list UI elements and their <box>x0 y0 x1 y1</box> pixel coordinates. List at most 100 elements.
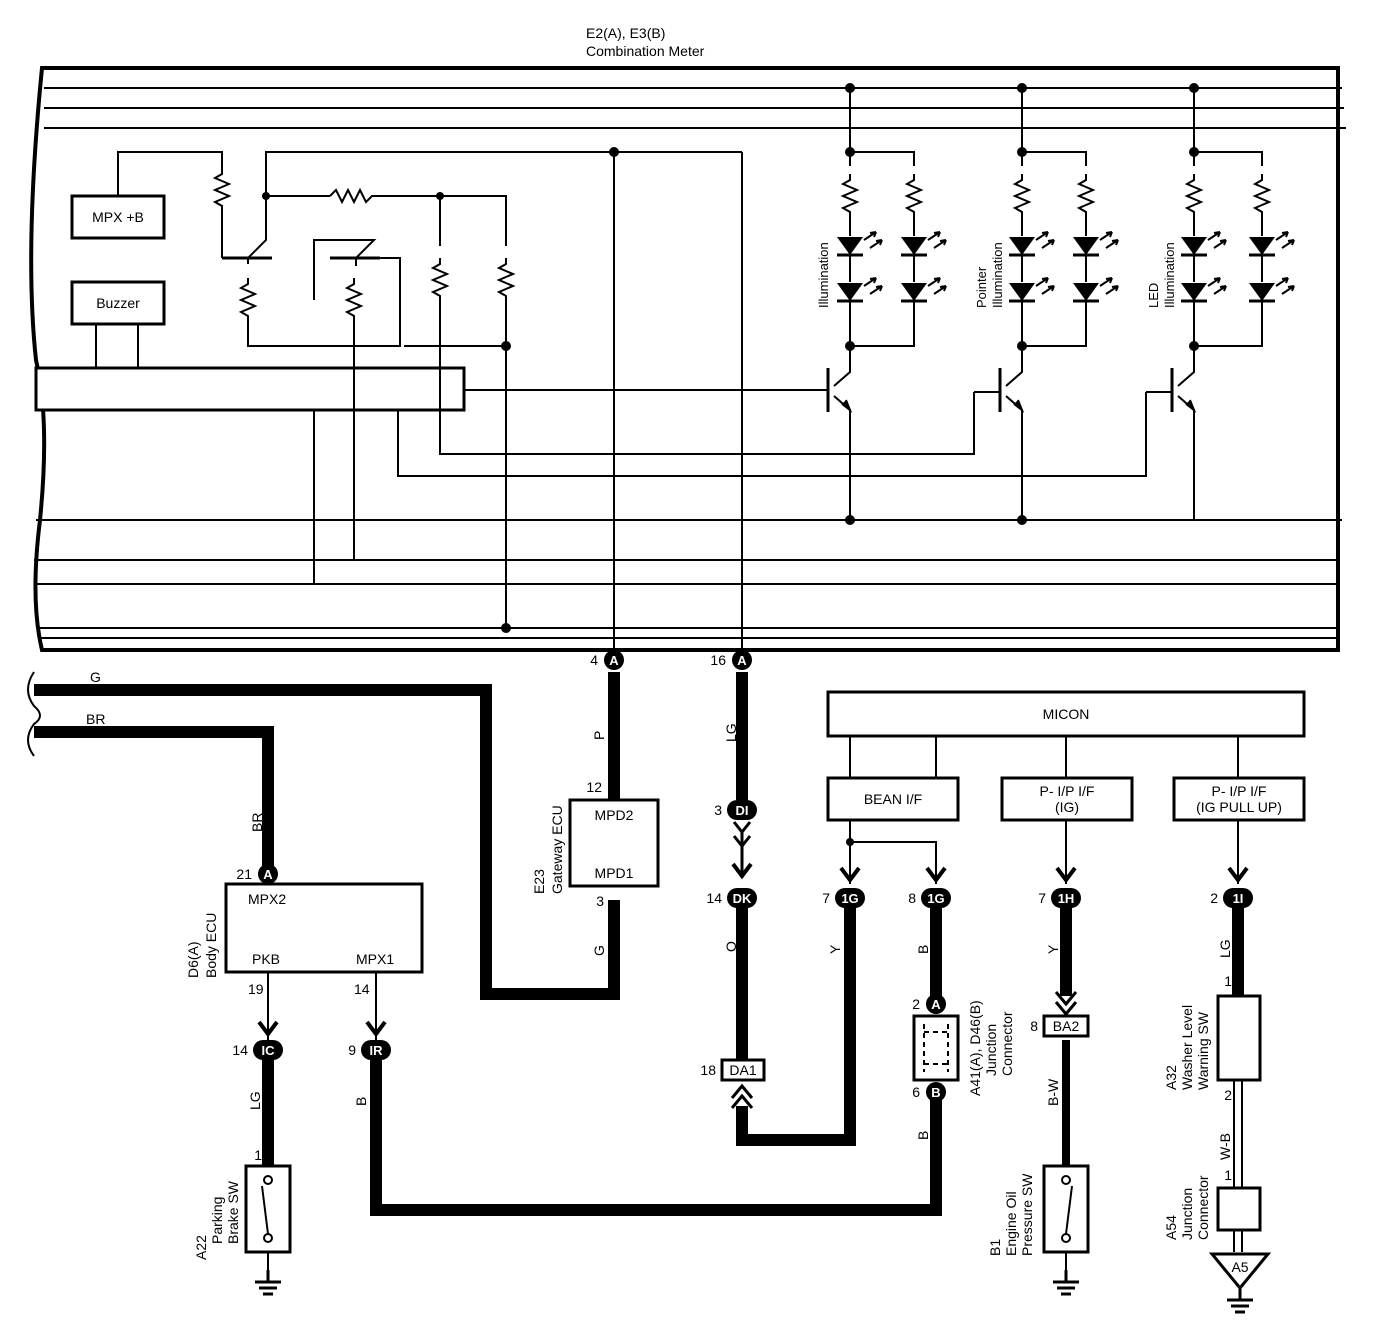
micon-module: MICON BEAN I/F P- I/P I/F (IG) P- I/P I/… <box>826 690 1306 884</box>
mpx-b-box: MPX +B <box>70 194 166 240</box>
body-ecu-pin21-letter: A <box>263 867 273 882</box>
junction-name-1: Junction <box>983 1024 999 1076</box>
svg-text:1I: 1I <box>1233 891 1244 906</box>
washer-level-switch: 1 2 A32 Washer Level Warning SW <box>1163 973 1262 1103</box>
led-group-2-label-1: Pointer <box>974 266 989 308</box>
led-group-2-label-2: Illumination <box>990 242 1005 308</box>
svg-text:A: A <box>609 653 619 668</box>
wire-color-b-1g: B <box>915 945 931 954</box>
oil-name-1: Engine Oil <box>1003 1191 1019 1256</box>
oil-name-2: Pressure SW <box>1019 1173 1035 1256</box>
body-ecu-pin19: 19 <box>248 981 264 997</box>
svg-text:2: 2 <box>1224 1087 1232 1103</box>
junction-connector-a41: A 2 B 6 A41(A), D46(B) Junction Connecto… <box>912 994 1015 1102</box>
svg-text:7: 7 <box>822 890 830 906</box>
svg-text:1: 1 <box>1224 973 1232 989</box>
gateway-pin-12: 12 <box>586 779 602 795</box>
svg-text:DA1: DA1 <box>729 1062 756 1078</box>
junction-name-2: Connector <box>999 1011 1015 1076</box>
ground-a5-label: A5 <box>1231 1259 1248 1275</box>
body-ecu-name: Body ECU <box>203 913 219 978</box>
connector-da1: DA1 18 <box>700 1058 766 1109</box>
washer-id: A32 <box>1163 1065 1179 1090</box>
connector-di: DI 3 <box>714 800 757 878</box>
wire-color-lg-1i: LG <box>1217 939 1233 958</box>
svg-text:2: 2 <box>912 996 920 1012</box>
svg-text:14: 14 <box>706 890 722 906</box>
meter-pin-a16: A 16 <box>710 650 752 670</box>
buzzer-box: Buzzer <box>70 280 166 368</box>
junction-id: A41(A), D46(B) <box>967 1000 983 1096</box>
washer-name-1: Washer Level <box>1179 1005 1195 1090</box>
svg-text:A: A <box>931 997 941 1012</box>
svg-text:1: 1 <box>254 1147 262 1163</box>
svg-text:16: 16 <box>710 652 726 668</box>
wire-color-lg: LG <box>723 723 739 742</box>
svg-text:14: 14 <box>232 1042 248 1058</box>
svg-text:4: 4 <box>590 652 598 668</box>
parking-id: A22 <box>193 1235 209 1260</box>
connector-ic: IC 14 <box>232 1040 283 1060</box>
wire-color-y-1g: Y <box>827 944 843 954</box>
engine-oil-pressure-switch: B1 Engine Oil Pressure SW <box>987 1164 1090 1296</box>
svg-text:DI: DI <box>736 803 749 818</box>
led-group-3-label-2: Illumination <box>1162 242 1177 308</box>
parking-name-1: Parking <box>209 1197 225 1244</box>
wire-color-br: BR <box>86 711 105 727</box>
svg-text:DK: DK <box>733 891 752 906</box>
svg-text:8: 8 <box>1030 1018 1038 1034</box>
jc54-name-1: Junction <box>1179 1188 1195 1240</box>
body-ecu: MPX2 PKB MPX1 A 21 D6(A) Body ECU 19 14 <box>185 864 424 1040</box>
svg-text:IR: IR <box>370 1043 384 1058</box>
connector-1g-7: 1G 7 <box>822 888 865 908</box>
gateway-pin-3: 3 <box>596 893 604 909</box>
connector-1g-8: 1G 8 <box>908 888 951 908</box>
meter-title-id: E2(A), E3(B) <box>586 25 665 41</box>
svg-text:3: 3 <box>714 802 722 818</box>
gateway-name: Gateway ECU <box>549 805 565 894</box>
connector-ir: IR 9 <box>348 1040 391 1060</box>
svg-text:6: 6 <box>912 1084 920 1100</box>
gateway-mpd1: MPD1 <box>595 865 634 881</box>
illumination-group <box>826 83 948 525</box>
body-ecu-mpx1: MPX1 <box>356 951 394 967</box>
wire-color-o: O <box>723 941 739 952</box>
wire-color-b-junction: B <box>915 1131 931 1140</box>
svg-text:1H: 1H <box>1058 891 1075 906</box>
wire-color-lg-ic: LG <box>247 1091 263 1110</box>
pip-ig-label-2: (IG) <box>1055 799 1079 815</box>
pointer-illumination-group <box>974 83 1120 525</box>
svg-text:8: 8 <box>908 890 916 906</box>
led-group-1-label: Illumination <box>816 242 831 308</box>
gateway-id: E23 <box>531 869 547 894</box>
svg-text:A: A <box>737 653 747 668</box>
jc54-name-2: Connector <box>1195 1175 1211 1240</box>
svg-text:2: 2 <box>1210 890 1218 906</box>
svg-text:B: B <box>931 1085 940 1100</box>
body-ecu-pin14: 14 <box>354 981 370 997</box>
connector-dk: DK 14 <box>706 888 757 908</box>
svg-text:1G: 1G <box>841 891 858 906</box>
svg-text:BA2: BA2 <box>1053 1018 1080 1034</box>
oil-id: B1 <box>987 1239 1003 1256</box>
pip-ig-label-1: P- I/P I/F <box>1040 783 1095 799</box>
pip-pullup-label-2: (IG PULL UP) <box>1196 799 1282 815</box>
svg-text:IC: IC <box>262 1043 276 1058</box>
svg-text:1: 1 <box>1224 1167 1232 1183</box>
parking-name-2: Brake SW <box>225 1180 241 1244</box>
junction-connector-a54: 1 A5 A54 Junction Connector <box>1163 1167 1272 1314</box>
connector-1i: 1I 2 <box>1210 888 1253 908</box>
micon-label: MICON <box>1043 706 1090 722</box>
combination-meter <box>29 66 1346 652</box>
harness-wires <box>34 672 1244 1216</box>
wire-color-g: G <box>90 669 101 685</box>
meter-title-name: Combination Meter <box>586 43 705 59</box>
gateway-ecu: MPD2 MPD1 12 3 E23 Gateway ECU <box>531 779 660 909</box>
wire-color-p: P <box>591 731 607 740</box>
svg-text:1G: 1G <box>927 891 944 906</box>
svg-text:9: 9 <box>348 1042 356 1058</box>
washer-name-2: Warning SW <box>1195 1011 1211 1090</box>
svg-text:7: 7 <box>1038 890 1046 906</box>
connector-ba2: BA2 8 <box>1030 991 1090 1038</box>
meter-pin-a4: A 4 <box>590 650 624 670</box>
